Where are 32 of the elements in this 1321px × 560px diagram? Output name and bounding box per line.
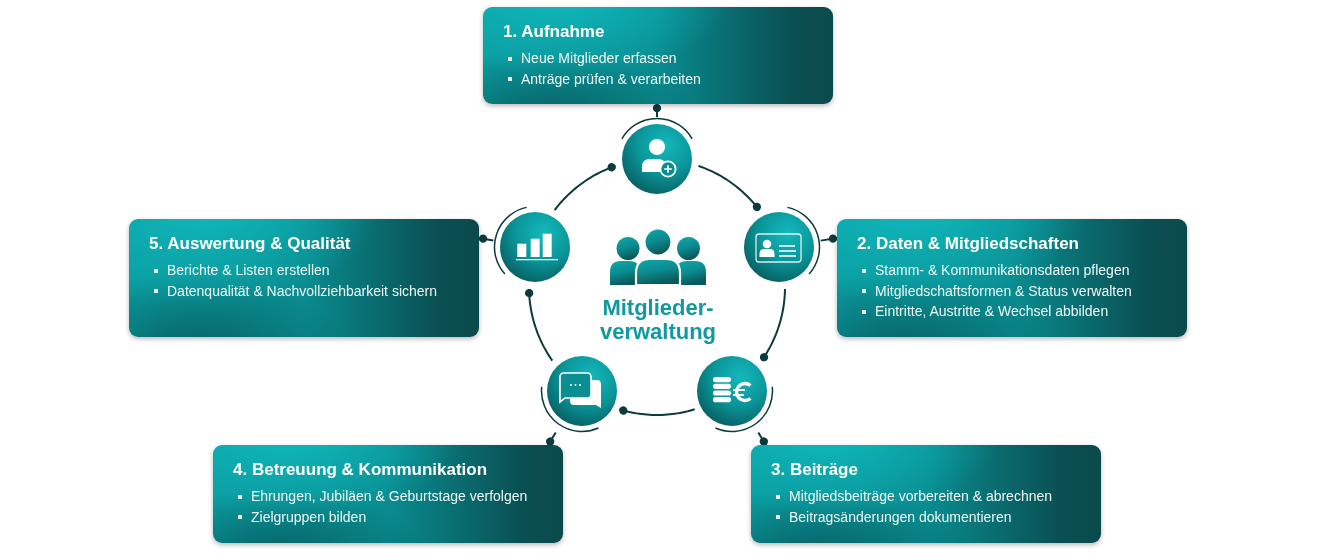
bullet-item: Mitgliedsbeiträge vorbereiten & abrechnen <box>776 486 1053 507</box>
connector-line <box>819 234 838 243</box>
center-title: Mitglieder- verwaltung <box>598 296 718 344</box>
bullet-item: Stamm- & Kommunikationsdaten pflegen <box>862 260 1130 281</box>
step-card <box>213 445 563 543</box>
step-card <box>751 445 1101 543</box>
bullet-item: Neue Mitglieder erfassen <box>508 48 677 69</box>
connector-line <box>757 431 768 446</box>
step-title: 4. Betreuung & Kommunikation <box>233 459 488 481</box>
bullet-item: Zielgruppen bilden <box>238 506 367 527</box>
connector-line <box>618 406 696 416</box>
connector-line <box>759 288 786 362</box>
step-card <box>837 219 1187 337</box>
connector-line <box>553 163 617 212</box>
connector-line <box>525 288 554 362</box>
bullet-item: Eintritte, Austritte & Wechsel abbilden <box>862 301 1109 322</box>
connector-line <box>478 234 495 243</box>
step-title: 3. Beiträge <box>771 459 858 481</box>
bullet-item: Datenqualität & Nachvollziehbarkeit sichern <box>154 280 438 301</box>
step-title: 5. Auswertung & Qualität <box>149 233 351 255</box>
step-title: 2. Daten & Mitgliedschaften <box>857 233 1079 255</box>
bullet-item: Mitgliedschaftsformen & Status verwalten <box>862 280 1132 301</box>
bullet-item: Anträge prüfen & verarbeiten <box>508 68 701 89</box>
bullet-item: Berichte & Listen erstellen <box>154 260 330 281</box>
bullet-item: Beitragsänderungen dokumentieren <box>776 506 1012 527</box>
step-card <box>483 7 833 104</box>
connector-line <box>546 431 557 446</box>
connector-line <box>652 103 662 118</box>
step-title: 1. Aufnahme <box>503 21 605 43</box>
connector-line <box>697 164 761 212</box>
step-card <box>129 219 479 337</box>
bullet-item: Ehrungen, Jubiläen & Geburtstage verfolgen <box>238 486 528 507</box>
